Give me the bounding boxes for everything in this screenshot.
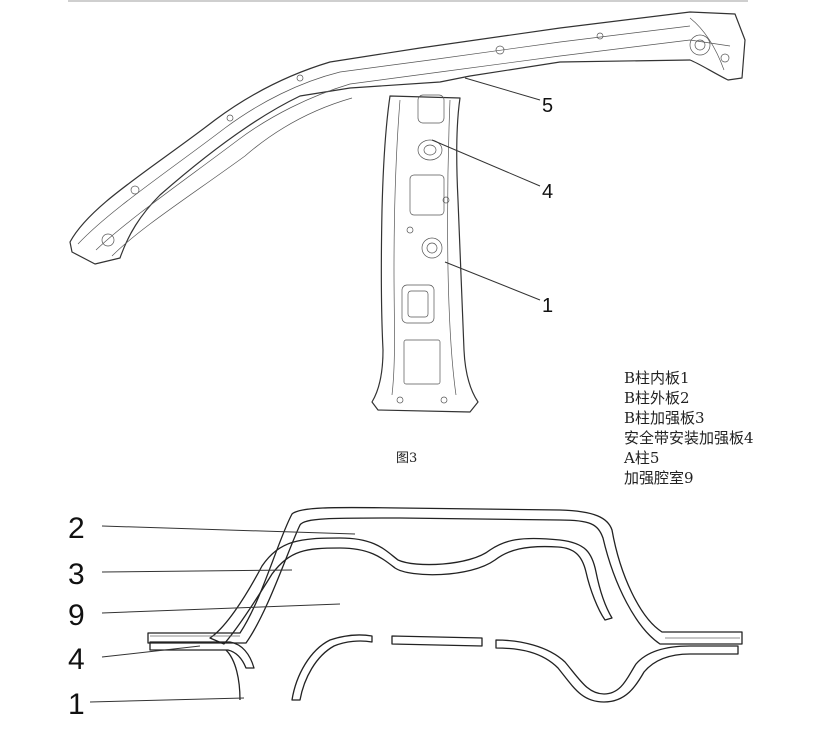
legend-item: B柱加强板3 xyxy=(624,409,705,427)
roof-rail-a-pillar xyxy=(69,11,746,265)
leader-1b xyxy=(89,697,245,703)
parts-legend: B柱内板1 B柱外板2 B柱加强板3 安全带安装加强板4 A柱5 加强腔室9 xyxy=(624,368,754,488)
leader-5 xyxy=(464,77,541,101)
section-callout-9: 9 xyxy=(68,599,85,632)
legend-item: 安全带安装加强板4 xyxy=(624,429,754,447)
figure-caption: 图3 xyxy=(396,451,417,466)
section-view xyxy=(147,506,743,703)
leader-9 xyxy=(101,603,341,614)
outer-panel-2 xyxy=(147,506,743,645)
section-callout-3: 3 xyxy=(68,558,85,591)
callout-5: 5 xyxy=(542,95,553,117)
legend-item: 加强腔室9 xyxy=(624,469,694,487)
leader-2 xyxy=(101,525,356,535)
section-callout-1: 1 xyxy=(68,688,85,721)
callout-4: 4 xyxy=(542,181,553,203)
callout-1: 1 xyxy=(542,295,553,317)
leader-1 xyxy=(444,261,541,301)
legend-item: A柱5 xyxy=(624,449,660,467)
legend-item: B柱内板1 xyxy=(624,369,690,387)
inner-panel-1 xyxy=(225,649,241,701)
seatbelt-reinforcement-4 xyxy=(149,641,255,669)
leader-4b xyxy=(101,645,201,658)
section-callout-2: 2 xyxy=(68,512,85,545)
leader-4 xyxy=(431,139,541,187)
leader-3 xyxy=(101,569,293,573)
section-callout-4: 4 xyxy=(68,643,85,676)
reinforcement-panel-3 xyxy=(209,537,613,645)
b-pillar-inner-panel xyxy=(371,94,479,413)
legend-item: B柱外板2 xyxy=(624,389,690,407)
